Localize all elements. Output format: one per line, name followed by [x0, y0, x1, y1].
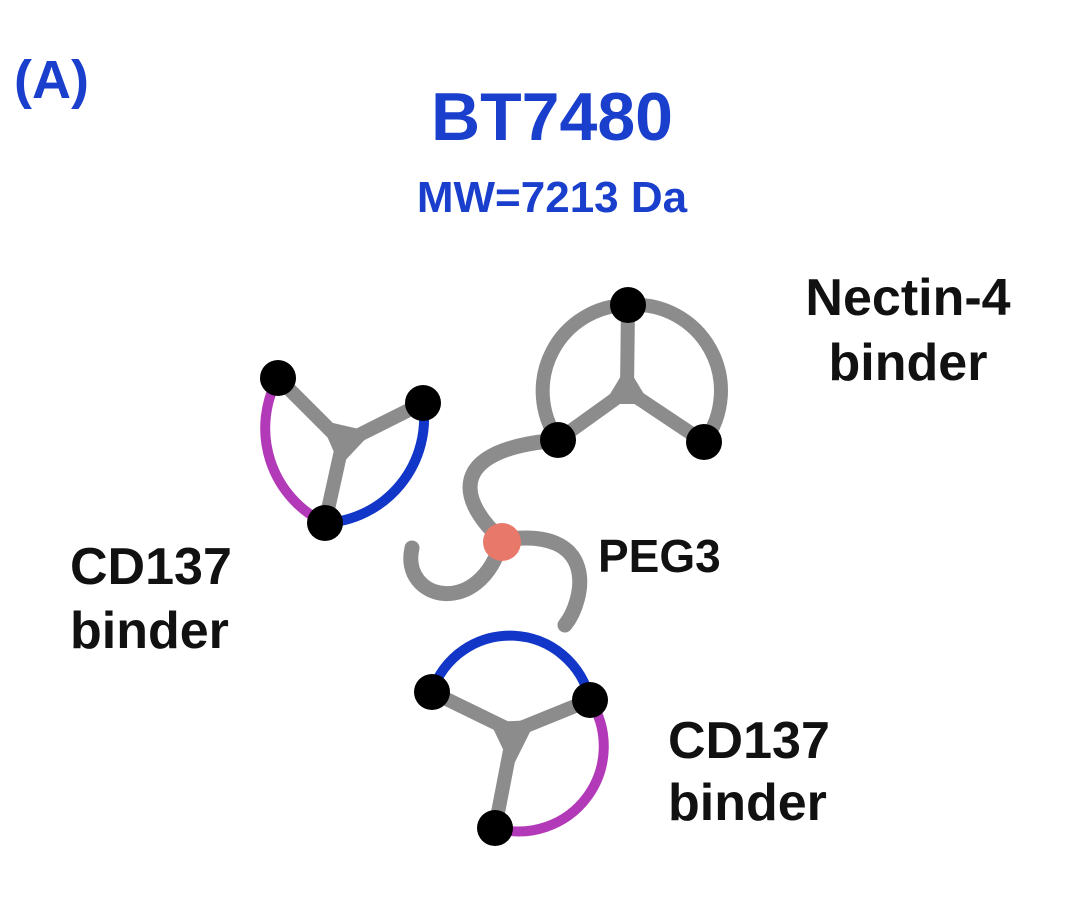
cd137-binder-left: [260, 360, 441, 541]
cd137-left-node-1: [260, 360, 296, 396]
cd137-bottom-label-line2: binder: [668, 774, 827, 832]
cd137-left-node-3: [307, 505, 343, 541]
cd137-left-node-2: [405, 385, 441, 421]
cd137-left-label-line2: binder: [70, 602, 229, 660]
central-hub: [483, 523, 521, 561]
cd137-bottom-node-3: [477, 810, 513, 846]
peg-linker-cd137-bottom: [494, 530, 588, 633]
peg3-linkers: [403, 432, 588, 633]
cd137-bottom-loop-blue: [427, 630, 595, 702]
peg3-label: PEG3: [598, 530, 721, 582]
nectin-node-right: [686, 424, 722, 460]
cd137-bottom-label-line1: CD137: [668, 712, 830, 770]
peg-linker-nectin: [462, 432, 566, 548]
peg-linker-cd137-left: [403, 532, 510, 602]
nectin-loop-right: [627, 297, 728, 447]
molecular-weight: MW=7213 Da: [417, 173, 688, 222]
nectin-4-binder: [535, 287, 728, 460]
cd137-bottom-loop-magenta: [493, 697, 609, 837]
nectin-4-label-line2: binder: [829, 334, 988, 392]
cd137-bottom-node-1: [414, 674, 450, 710]
cd137-left-loop-blue: [324, 402, 430, 528]
cd137-left-loop-magenta: [260, 375, 328, 528]
nectin-node-left: [540, 422, 576, 458]
cd137-left-label-line1: CD137: [70, 538, 232, 596]
cd137-bottom-node-2: [572, 682, 608, 718]
molecule-title: BT7480: [431, 79, 673, 155]
cd137-binder-bottom: [414, 630, 609, 846]
nectin-loop-left: [535, 298, 629, 444]
nectin-4-label-line1: Nectin-4: [805, 269, 1010, 327]
panel-label: (A): [14, 50, 89, 110]
nectin-node-top: [610, 287, 646, 323]
